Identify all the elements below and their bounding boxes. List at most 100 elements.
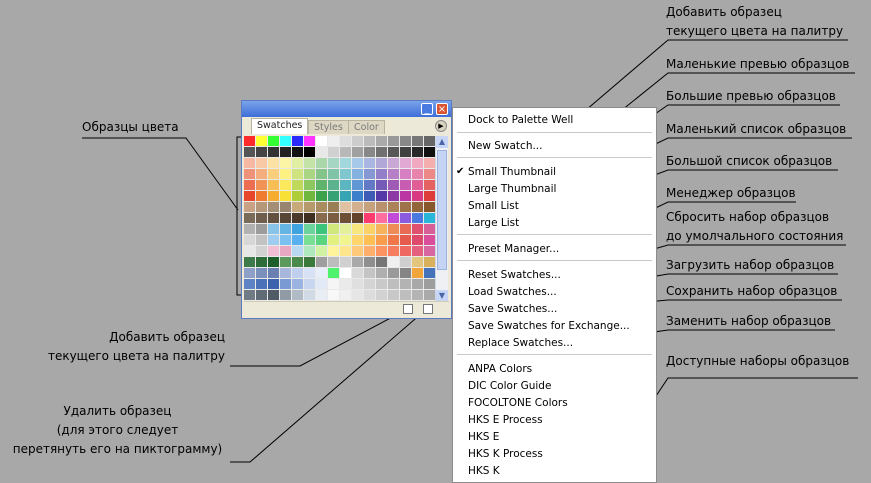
swatch-cell[interactable] xyxy=(376,136,388,147)
minimize-button[interactable]: _ xyxy=(421,103,433,115)
swatch-cell[interactable] xyxy=(304,235,316,246)
swatch-cell[interactable] xyxy=(364,158,376,169)
swatch-cell[interactable] xyxy=(376,235,388,246)
swatch-cell[interactable] xyxy=(388,180,400,191)
swatch-cell[interactable] xyxy=(412,224,424,235)
swatch-cell[interactable] xyxy=(328,290,340,301)
swatch-cell[interactable] xyxy=(256,158,268,169)
swatch-cell[interactable] xyxy=(340,147,352,158)
swatch-cell[interactable] xyxy=(388,235,400,246)
swatch-cell[interactable] xyxy=(316,279,328,290)
swatch-cell[interactable] xyxy=(364,202,376,213)
swatch-cell[interactable] xyxy=(268,158,280,169)
swatch-cell[interactable] xyxy=(316,191,328,202)
swatch-cell[interactable] xyxy=(328,279,340,290)
swatch-cell[interactable] xyxy=(400,246,412,257)
swatch-cell[interactable] xyxy=(292,213,304,224)
swatch-cell[interactable] xyxy=(244,246,256,257)
swatch-cell[interactable] xyxy=(304,191,316,202)
swatch-cell[interactable] xyxy=(244,180,256,191)
swatch-cell[interactable] xyxy=(256,246,268,257)
scrollbar[interactable]: ▲ ▼ xyxy=(435,136,448,302)
swatch-cell[interactable] xyxy=(376,202,388,213)
swatch-cell[interactable] xyxy=(400,180,412,191)
menu-item[interactable]: Save Swatches for Exchange... xyxy=(468,320,630,332)
swatch-cell[interactable] xyxy=(376,191,388,202)
swatch-cell[interactable] xyxy=(268,257,280,268)
swatch-cell[interactable] xyxy=(388,169,400,180)
swatch-cell[interactable] xyxy=(412,290,424,301)
swatch-cell[interactable] xyxy=(340,202,352,213)
swatch-cell[interactable] xyxy=(292,257,304,268)
swatch-cell[interactable] xyxy=(268,235,280,246)
swatch-cell[interactable] xyxy=(280,279,292,290)
swatch-cell[interactable] xyxy=(388,290,400,301)
swatch-cell[interactable] xyxy=(280,147,292,158)
swatch-cell[interactable] xyxy=(268,213,280,224)
swatch-cell[interactable] xyxy=(256,202,268,213)
swatch-cell[interactable] xyxy=(256,191,268,202)
swatch-cell[interactable] xyxy=(280,257,292,268)
swatch-cell[interactable] xyxy=(268,246,280,257)
swatch-cell[interactable] xyxy=(376,169,388,180)
tab-swatches[interactable]: Swatches xyxy=(251,118,309,134)
tab-styles[interactable]: Styles xyxy=(308,120,349,134)
swatch-cell[interactable] xyxy=(340,169,352,180)
swatch-cell[interactable] xyxy=(328,147,340,158)
swatch-cell[interactable] xyxy=(388,224,400,235)
swatch-cell[interactable] xyxy=(400,202,412,213)
panel-menu-arrow-icon[interactable]: ▶ xyxy=(435,120,447,132)
swatch-cell[interactable] xyxy=(328,202,340,213)
swatch-cell[interactable] xyxy=(340,136,352,147)
swatch-cell[interactable] xyxy=(292,246,304,257)
swatch-cell[interactable] xyxy=(256,279,268,290)
swatch-cell[interactable] xyxy=(292,279,304,290)
swatch-cell[interactable] xyxy=(316,257,328,268)
swatch-cell[interactable] xyxy=(244,158,256,169)
swatch-cell[interactable] xyxy=(256,147,268,158)
swatch-cell[interactable] xyxy=(304,224,316,235)
swatch-cell[interactable] xyxy=(292,290,304,301)
swatch-cell[interactable] xyxy=(340,257,352,268)
swatch-cell[interactable] xyxy=(340,180,352,191)
swatch-cell[interactable] xyxy=(292,235,304,246)
menu-item[interactable]: DIC Color Guide xyxy=(468,380,552,392)
swatch-cell[interactable] xyxy=(280,158,292,169)
swatch-cell[interactable] xyxy=(364,224,376,235)
swatch-cell[interactable] xyxy=(316,169,328,180)
swatch-cell[interactable] xyxy=(400,136,412,147)
swatch-cell[interactable] xyxy=(280,191,292,202)
swatch-cell[interactable] xyxy=(256,136,268,147)
tab-color[interactable]: Color xyxy=(348,120,385,134)
swatch-cell[interactable] xyxy=(340,290,352,301)
menu-item[interactable]: HKS K Process xyxy=(468,448,543,460)
swatch-cell[interactable] xyxy=(364,180,376,191)
menu-item[interactable]: FOCOLTONE Colors xyxy=(468,397,568,409)
swatch-cell[interactable] xyxy=(292,169,304,180)
swatch-cell[interactable] xyxy=(268,202,280,213)
scroll-down-icon[interactable]: ▼ xyxy=(436,290,448,302)
swatch-cell[interactable] xyxy=(352,136,364,147)
menu-item[interactable]: Small Thumbnail xyxy=(468,166,557,178)
swatch-cell[interactable] xyxy=(400,213,412,224)
swatch-cell[interactable] xyxy=(256,268,268,279)
swatch-cell[interactable] xyxy=(244,136,256,147)
swatch-cell[interactable] xyxy=(304,202,316,213)
swatch-cell[interactable] xyxy=(376,268,388,279)
menu-item[interactable]: HKS E Process xyxy=(468,414,543,426)
swatch-cell[interactable] xyxy=(364,147,376,158)
swatch-cell[interactable] xyxy=(328,224,340,235)
swatch-cell[interactable] xyxy=(292,268,304,279)
swatch-cell[interactable] xyxy=(388,257,400,268)
swatch-cell[interactable] xyxy=(304,279,316,290)
swatch-cell[interactable] xyxy=(268,290,280,301)
menu-item[interactable]: New Swatch... xyxy=(468,140,543,152)
swatch-cell[interactable] xyxy=(388,213,400,224)
swatch-cell[interactable] xyxy=(256,257,268,268)
swatch-cell[interactable] xyxy=(364,136,376,147)
swatch-cell[interactable] xyxy=(352,213,364,224)
swatch-cell[interactable] xyxy=(280,169,292,180)
swatch-cell[interactable] xyxy=(412,235,424,246)
menu-item[interactable]: Replace Swatches... xyxy=(468,337,574,349)
swatch-cell[interactable] xyxy=(244,169,256,180)
